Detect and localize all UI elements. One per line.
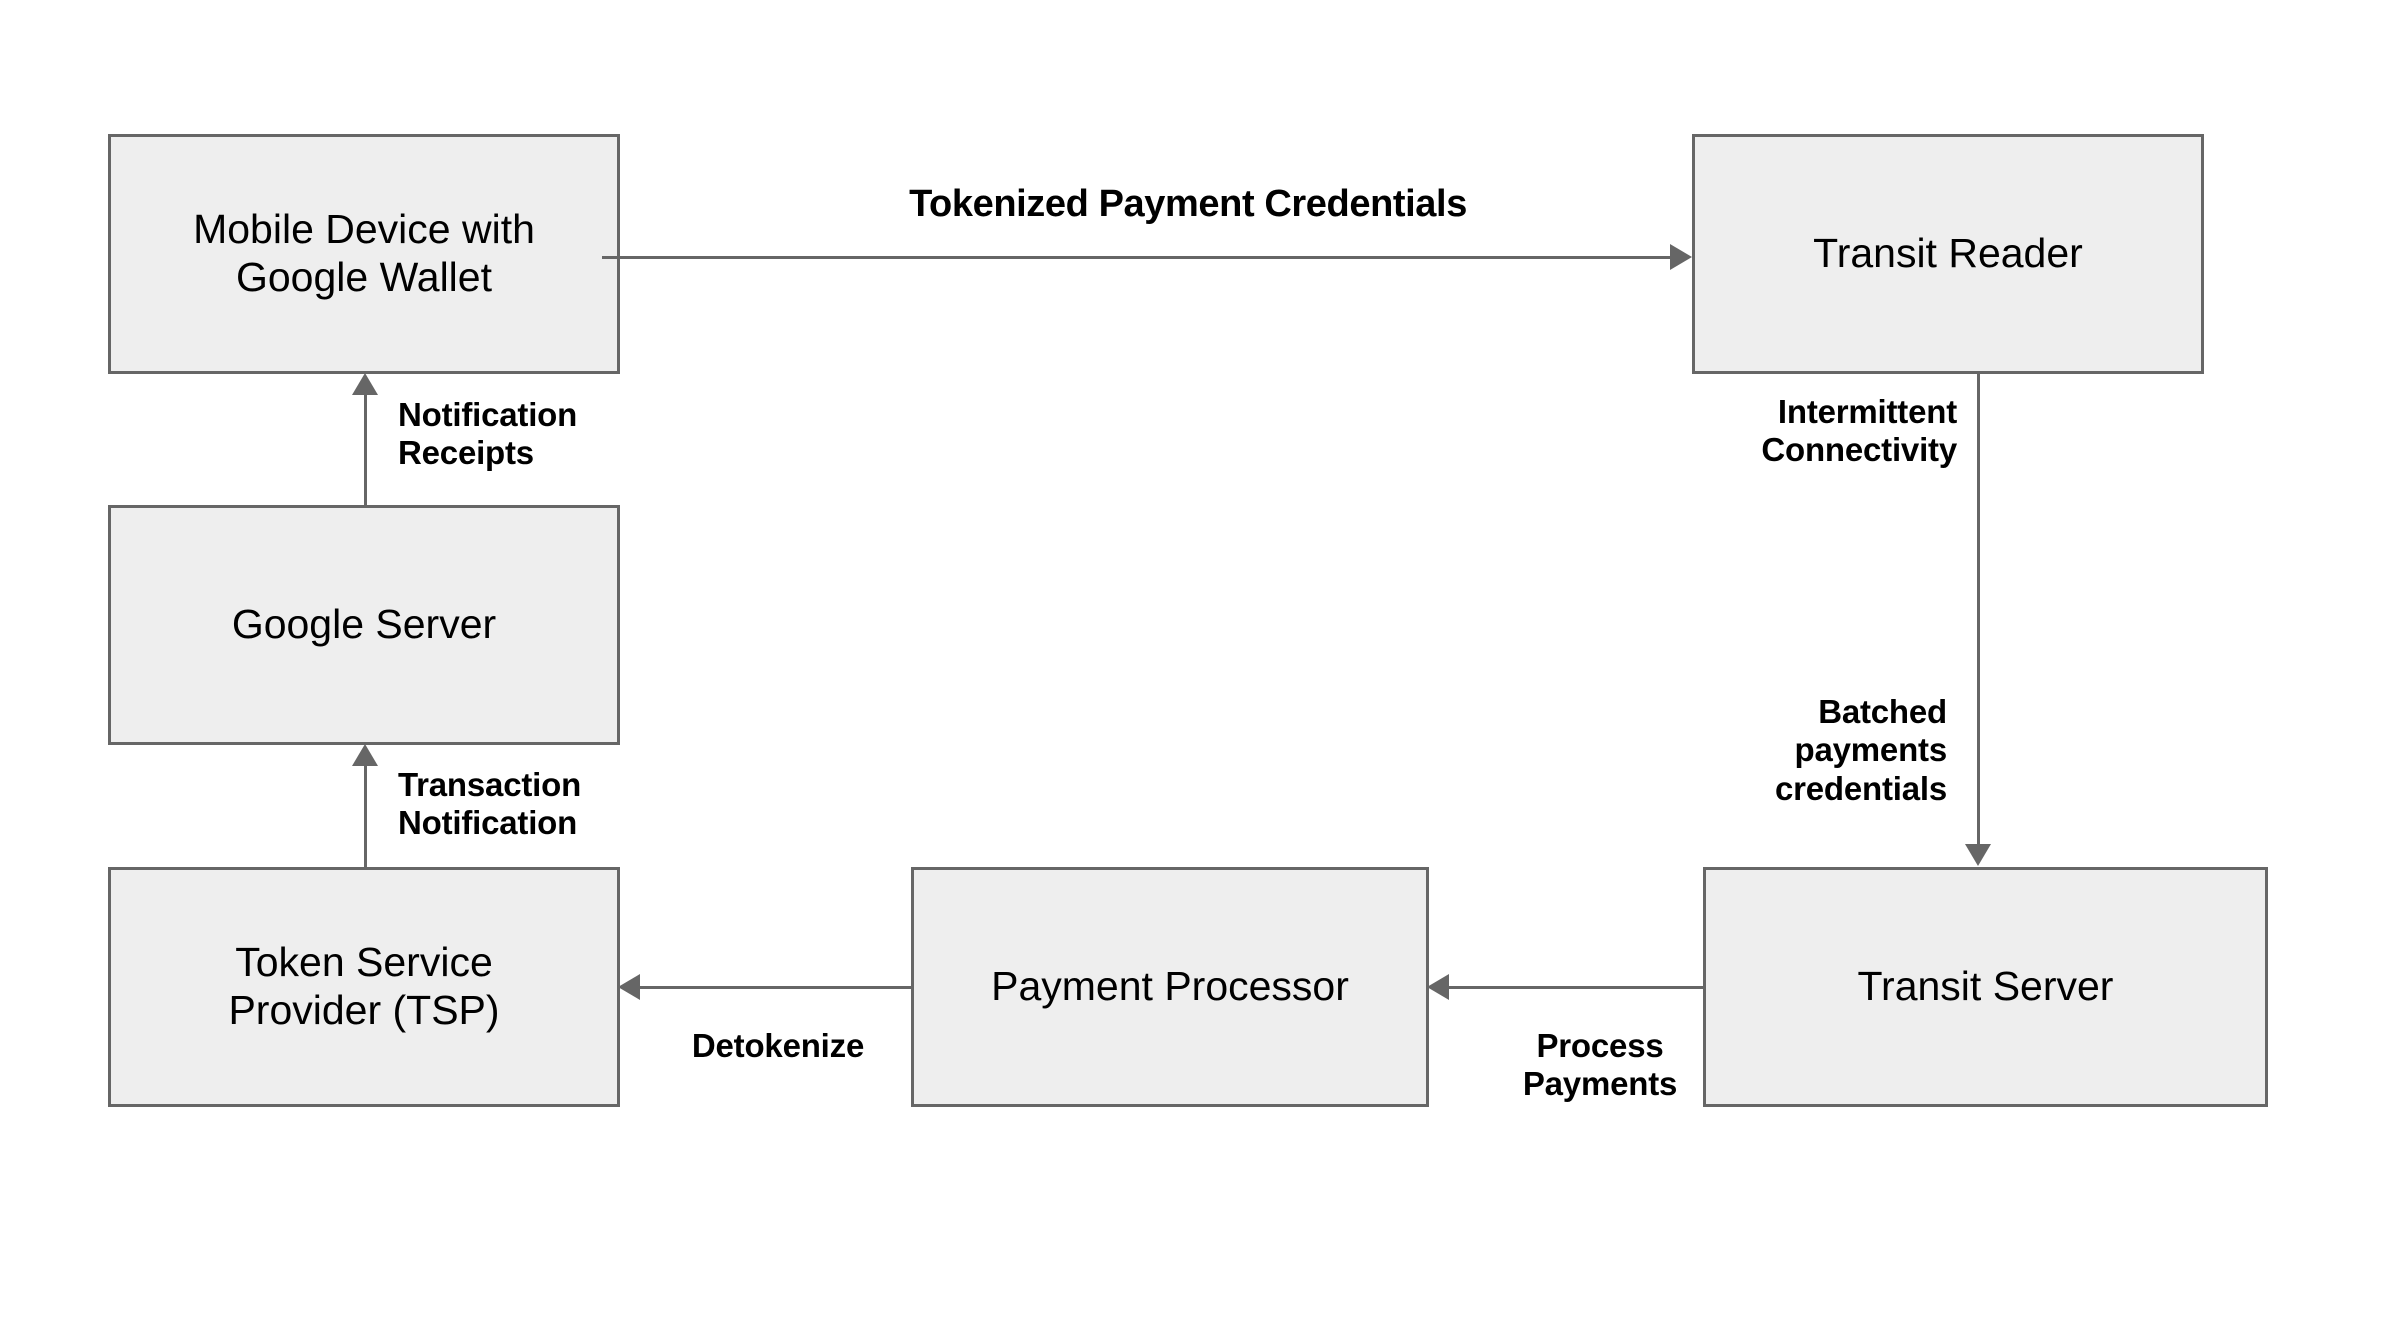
node-token-service-provider-label: Token Service Provider (TSP) (228, 939, 500, 1033)
edge-mobile-to-reader-line (602, 256, 1670, 259)
node-mobile-device-label: Mobile Device with Google Wallet (193, 206, 535, 300)
edge-google-to-mobile-line (364, 390, 367, 506)
edge-transit-to-processor-line (1440, 986, 1705, 989)
edge-label-tokenized-payment-credentials: Tokenized Payment Credentials (909, 183, 1467, 225)
node-google-server-label: Google Server (231, 601, 497, 648)
edge-processor-to-tsp-arrowhead (618, 974, 640, 1000)
edge-mobile-to-reader-arrowhead (1670, 244, 1692, 270)
node-token-service-provider[interactable]: Token Service Provider (TSP) (108, 867, 620, 1107)
edge-reader-to-server-arrowhead (1965, 844, 1991, 866)
edge-tsp-to-google-line (364, 760, 367, 868)
edge-label-notification-receipts: Notification Receipts (398, 396, 578, 472)
node-payment-processor[interactable]: Payment Processor (911, 867, 1429, 1107)
edge-label-detokenize: Detokenize (691, 1027, 865, 1064)
node-transit-server-label: Transit Server (1857, 963, 2114, 1010)
edge-label-intermittent-connectivity: Intermittent Connectivity (1761, 393, 1957, 469)
edge-tsp-to-google-arrowhead (352, 744, 378, 766)
edge-transit-to-processor-arrowhead (1427, 974, 1449, 1000)
node-payment-processor-label: Payment Processor (991, 963, 1349, 1010)
edge-label-process-payments: Process Payments (1522, 1027, 1678, 1103)
edge-processor-to-tsp-line (632, 986, 914, 989)
edge-label-transaction-notification: Transaction Notification (398, 766, 582, 842)
node-mobile-device[interactable]: Mobile Device with Google Wallet (108, 134, 620, 374)
node-transit-server[interactable]: Transit Server (1703, 867, 2268, 1107)
edge-reader-to-server-line (1977, 374, 1980, 844)
node-transit-reader-label: Transit Reader (1813, 230, 2083, 277)
edge-google-to-mobile-arrowhead (352, 373, 378, 395)
node-transit-reader[interactable]: Transit Reader (1692, 134, 2204, 374)
node-google-server[interactable]: Google Server (108, 505, 620, 745)
edge-label-batched-payments-credentials: Batched payments credentials (1774, 693, 1947, 807)
